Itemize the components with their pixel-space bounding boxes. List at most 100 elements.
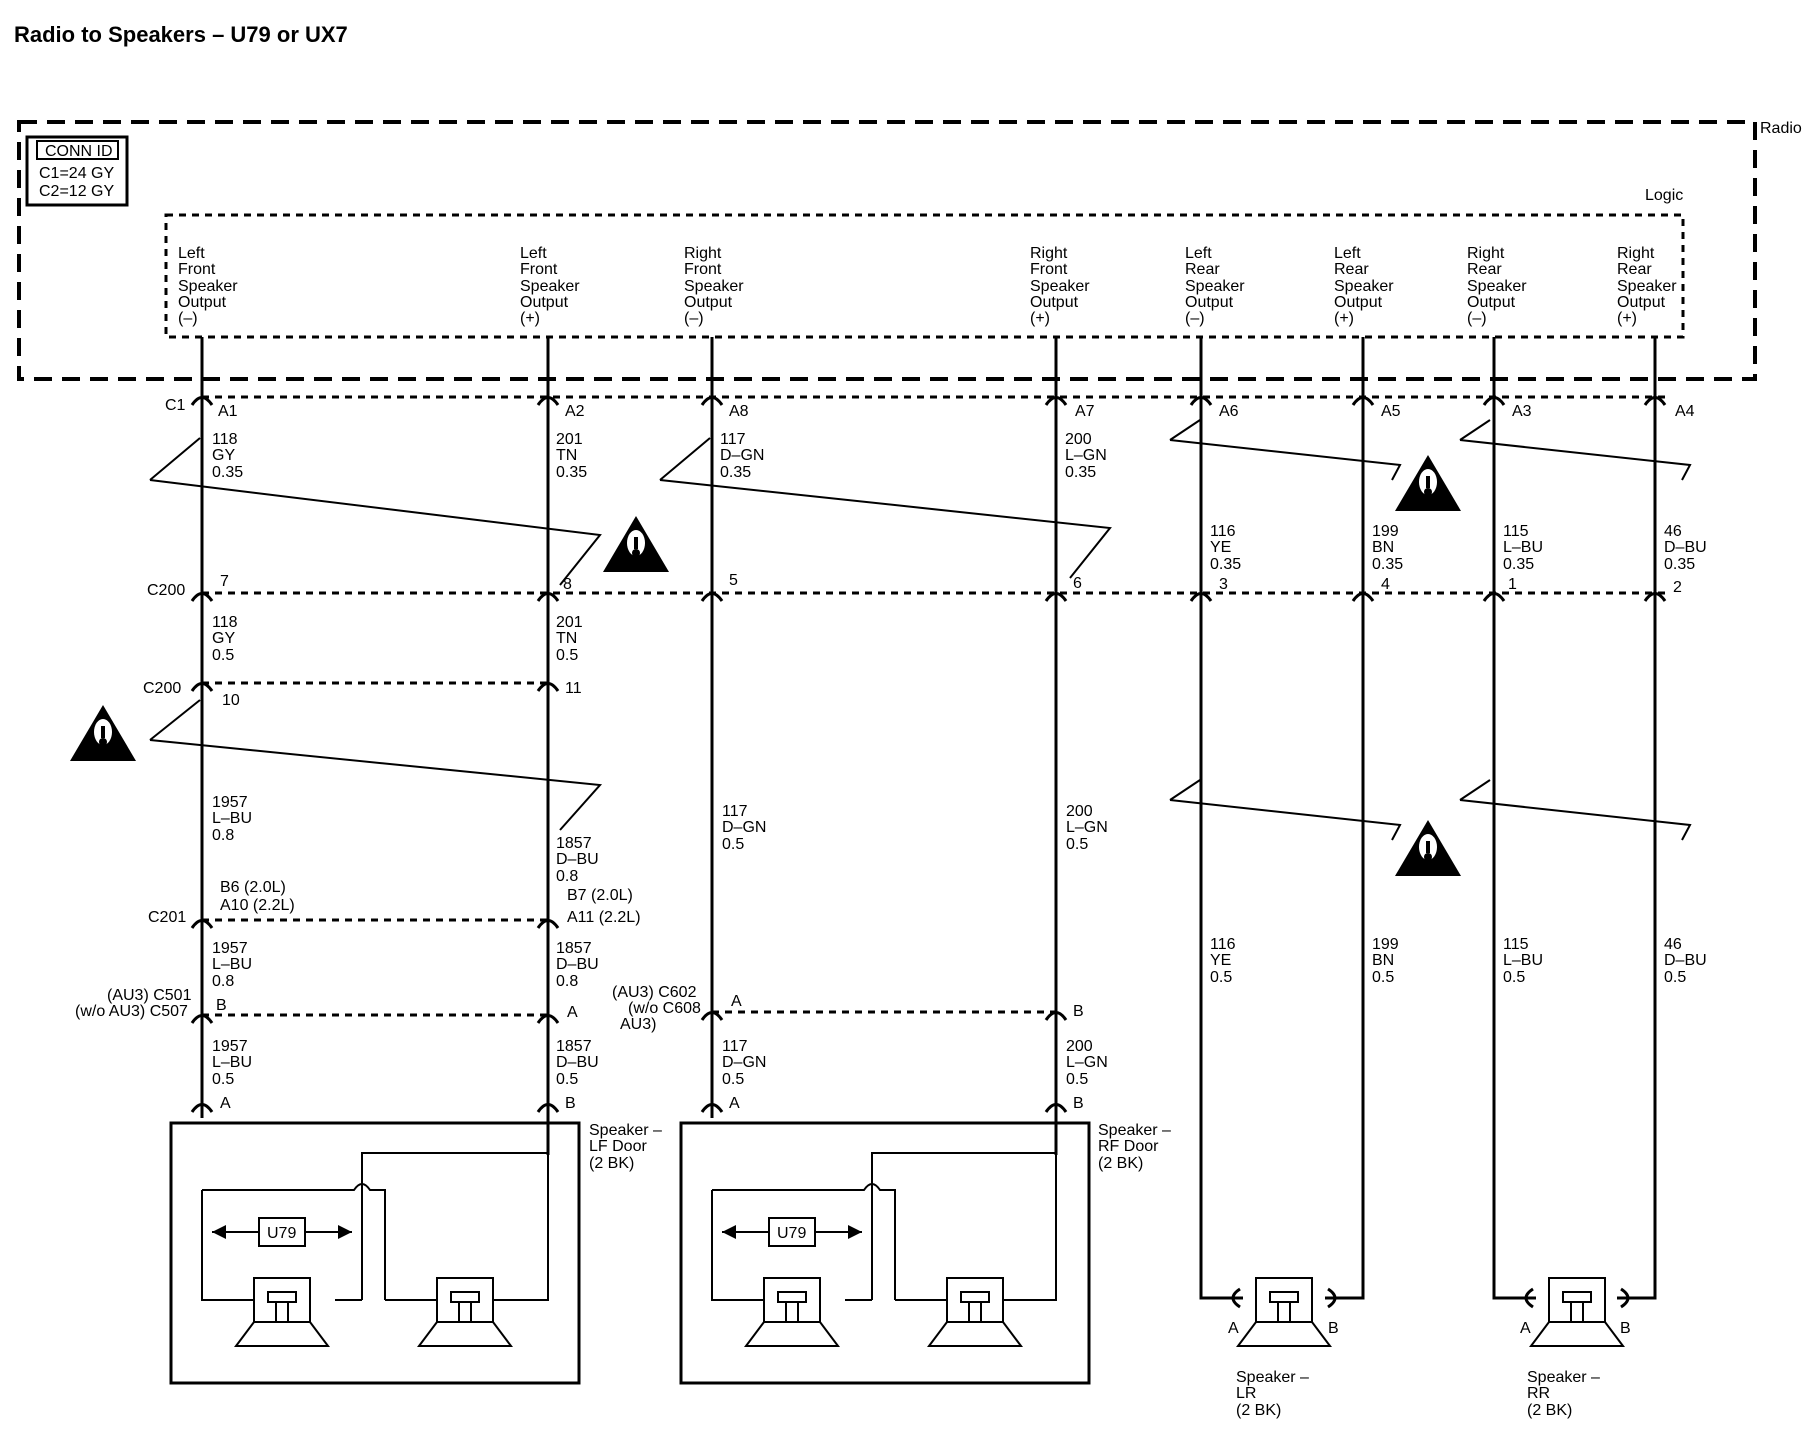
svg-text:0.8: 0.8 xyxy=(556,973,578,990)
svg-text:Right: Right xyxy=(684,245,722,262)
svg-text:(+): (+) xyxy=(1334,310,1354,327)
svg-text:0.5: 0.5 xyxy=(1664,969,1686,986)
svg-text:D–GN: D–GN xyxy=(720,447,764,464)
svg-text:C200: C200 xyxy=(147,582,185,599)
svg-text:B7 (2.0L): B7 (2.0L) xyxy=(567,887,633,904)
svg-text:Output: Output xyxy=(1334,294,1383,311)
svg-text:D–BU: D–BU xyxy=(556,956,599,973)
output-label-lf-minus: Left Front Speaker Output (–) xyxy=(178,245,238,327)
svg-text:L–GN: L–GN xyxy=(1066,819,1108,836)
svg-text:YE: YE xyxy=(1210,952,1231,969)
svg-text:200: 200 xyxy=(1065,431,1092,448)
svg-text:117: 117 xyxy=(720,431,746,448)
svg-text:0.5: 0.5 xyxy=(1503,969,1525,986)
svg-text:115: 115 xyxy=(1503,523,1529,540)
wire-rr-minus xyxy=(1492,337,1536,1300)
svg-text:A: A xyxy=(220,1095,231,1112)
svg-text:TN: TN xyxy=(556,630,577,647)
svg-text:46: 46 xyxy=(1664,936,1682,953)
output-label-lf-plus: Left Front Speaker Output (+) xyxy=(520,245,580,327)
warning-icon xyxy=(1395,455,1461,511)
svg-text:Rear: Rear xyxy=(1185,261,1220,278)
svg-text:117: 117 xyxy=(722,803,748,820)
svg-text:116: 116 xyxy=(1210,936,1236,953)
svg-text:B: B xyxy=(216,997,227,1014)
svg-text:Front: Front xyxy=(1030,261,1068,278)
output-label-lr-plus: Left Rear Speaker Output (+) xyxy=(1334,245,1394,327)
svg-text:0.5: 0.5 xyxy=(722,1071,744,1088)
speaker-icon xyxy=(745,1277,839,1347)
svg-text:1957: 1957 xyxy=(212,794,248,811)
svg-text:Right: Right xyxy=(1617,245,1655,262)
svg-text:199: 199 xyxy=(1372,936,1399,953)
svg-text:7: 7 xyxy=(220,573,229,590)
svg-text:(2 BK): (2 BK) xyxy=(1527,1402,1572,1419)
svg-text:(+): (+) xyxy=(1030,310,1050,327)
svg-text:Speaker: Speaker xyxy=(684,278,744,295)
speaker-lf-door: U79 Speaker – LF Door (2 BK) xyxy=(169,1121,662,1385)
svg-text:Front: Front xyxy=(520,261,558,278)
svg-text:0.5: 0.5 xyxy=(556,647,578,664)
double-arrow-icon xyxy=(722,1217,862,1247)
speaker-icon xyxy=(1237,1277,1331,1347)
svg-text:L–BU: L–BU xyxy=(212,810,252,827)
svg-text:D–BU: D–BU xyxy=(556,851,599,868)
svg-text:Left: Left xyxy=(178,245,205,262)
svg-text:Speaker –: Speaker – xyxy=(1236,1369,1309,1386)
svg-text:Output: Output xyxy=(1030,294,1079,311)
svg-text:C1: C1 xyxy=(165,397,186,414)
svg-text:199: 199 xyxy=(1372,523,1399,540)
svg-text:A: A xyxy=(731,993,742,1010)
conn-id-header: CONN ID xyxy=(45,143,113,160)
svg-text:TN: TN xyxy=(556,447,577,464)
svg-text:10: 10 xyxy=(222,692,240,709)
speaker-rf-door: U79 Speaker – RF Door (2 BK) xyxy=(679,1121,1171,1385)
svg-text:L–GN: L–GN xyxy=(1066,1054,1108,1071)
svg-text:RF Door: RF Door xyxy=(1098,1138,1159,1155)
wires xyxy=(200,337,1657,1300)
wire-label: 46D–BU0.35 xyxy=(1664,523,1707,573)
output-label-rf-plus: Right Front Speaker Output (+) xyxy=(1030,245,1090,327)
svg-text:B: B xyxy=(1073,1003,1084,1020)
svg-text:Front: Front xyxy=(178,261,216,278)
svg-text:(+): (+) xyxy=(520,310,540,327)
svg-text:Output: Output xyxy=(178,294,227,311)
svg-text:Output: Output xyxy=(1467,294,1516,311)
svg-text:1957: 1957 xyxy=(212,1038,248,1055)
svg-text:A10 (2.2L): A10 (2.2L) xyxy=(220,897,295,914)
svg-text:Speaker: Speaker xyxy=(1334,278,1394,295)
svg-text:115: 115 xyxy=(1503,936,1529,953)
svg-text:A11 (2.2L): A11 (2.2L) xyxy=(567,909,641,926)
output-label-lr-minus: Left Rear Speaker Output (–) xyxy=(1185,245,1245,327)
option-label: U79 xyxy=(267,1225,296,1242)
svg-text:Output: Output xyxy=(1617,294,1666,311)
terminals xyxy=(190,396,1667,1113)
svg-text:(–): (–) xyxy=(1467,310,1487,327)
speaker-icon xyxy=(235,1277,329,1347)
svg-text:(2 BK): (2 BK) xyxy=(1236,1402,1281,1419)
svg-text:116: 116 xyxy=(1210,523,1236,540)
svg-text:1957: 1957 xyxy=(212,940,248,957)
svg-text:A: A xyxy=(729,1095,740,1112)
svg-text:C201: C201 xyxy=(148,909,186,926)
conn-id-box: CONN ID C1=24 GY C2=12 GY xyxy=(25,135,129,207)
output-label-rr-plus: Right Rear Speaker Output (+) xyxy=(1617,245,1677,327)
svg-text:Speaker: Speaker xyxy=(520,278,580,295)
svg-text:0.35: 0.35 xyxy=(556,464,587,481)
svg-text:1: 1 xyxy=(1508,576,1517,593)
svg-text:2: 2 xyxy=(1673,579,1682,596)
svg-text:D–BU: D–BU xyxy=(556,1054,599,1071)
svg-text:0.5: 0.5 xyxy=(1066,836,1088,853)
svg-text:0.35: 0.35 xyxy=(1210,556,1241,573)
svg-text:0.5: 0.5 xyxy=(212,647,234,664)
speaker-icon xyxy=(1530,1277,1624,1347)
